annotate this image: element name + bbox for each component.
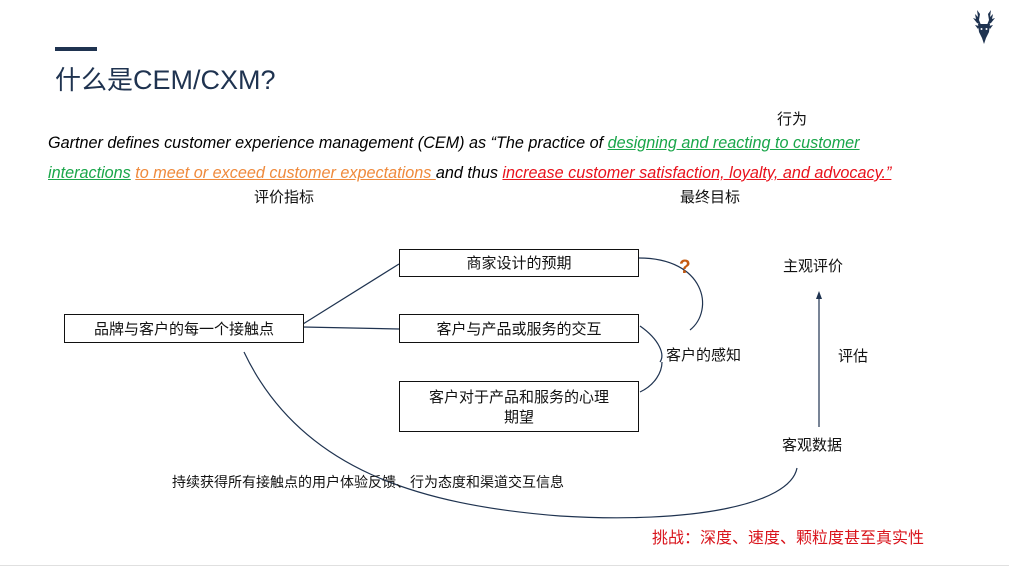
mental-expectation-line2: 期望 [503,407,534,426]
connector-mental-to-perception [639,361,663,393]
touchpoint-box: 品牌与客户的每一个接触点 [64,314,304,343]
connector-feedback-loop [243,351,798,519]
quote-green-b: interactions [48,164,131,182]
quote-green-a: designing and reacting to customer [607,134,860,152]
objective-data-label: 客观数据 [782,436,843,454]
evaluate-label: 评估 [838,347,869,365]
page-title-latin: CEM/CXM? [133,65,276,95]
arrow-head [816,291,822,299]
page-title: 什么是CEM/CXM? [55,60,276,97]
question-mark: ? [679,257,691,278]
behavior-label: 行为 [777,110,808,128]
customer-perception-label: 客户的感知 [666,346,742,364]
merchant-expectation-text: 商家设计的预期 [466,254,572,272]
interaction-text: 客户与产品或服务的交互 [436,319,602,338]
final-goal-label: 最终目标 [680,188,741,206]
footer-divider [0,565,1009,566]
mental-expectation-box: 客户对于产品和服务的心理 期望 [399,381,639,432]
merchant-expectation-box: 商家设计的预期 [399,249,639,277]
subjective-evaluation-label: 主观评价 [783,257,844,275]
metric-label: 评价指标 [254,188,315,206]
connector-merchant-to-perception [638,257,704,331]
connector-interaction-to-perception [639,325,663,363]
deer-head-icon [969,8,999,46]
quote-middle: and thus [435,164,503,182]
connector-touchpoint-to-merchant [302,263,400,325]
interaction-box: 客户与产品或服务的交互 [399,314,639,343]
mental-expectation-line1: 客户对于产品和服务的心理 [428,387,609,406]
page-title-cn: 什么是 [55,66,134,96]
quote-red: increase customer satisfaction, loyalty,… [502,164,892,182]
connector-touchpoint-to-interaction [302,326,400,330]
title-accent-bar [55,47,97,51]
quote-prefix: Gartner defines customer experience mana… [48,134,608,152]
challenge-text: 挑战：深度、速度、颗粒度甚至真实性 [652,528,925,547]
touchpoint-text: 品牌与客户的每一个接触点 [93,319,274,338]
feedback-note: 持续获得所有接触点的用户体验反馈、行为态度和渠道交互信息 [172,475,564,491]
gartner-quote: Gartner defines customer experience mana… [48,128,948,188]
quote-orange: to meet or exceed customer expectations [135,164,436,182]
